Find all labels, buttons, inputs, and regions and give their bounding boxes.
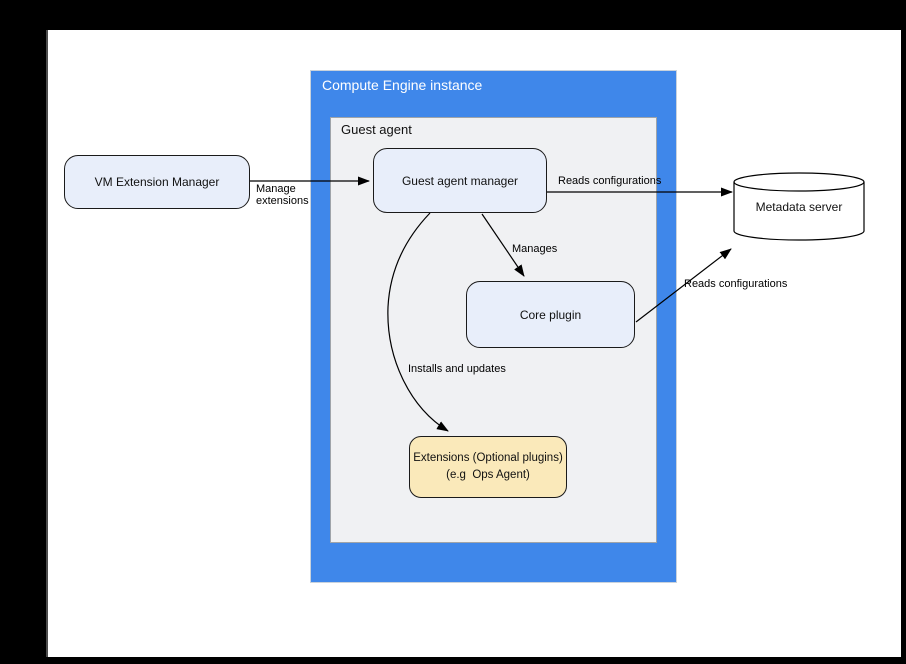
vm-extension-manager-node: VM Extension Manager [64, 155, 250, 209]
extensions-label-line2: (e.g Ops Agent) [446, 469, 530, 481]
metadata-server-label: Metadata server [755, 200, 843, 214]
manages-edge-label: Manages [512, 243, 558, 255]
reads-configurations-bottom-edge-label: Reads configurations [684, 278, 788, 290]
compute-engine-instance-label: Compute Engine instance [322, 77, 483, 93]
vm-extension-manager-label: VM Extension Manager [94, 175, 220, 189]
installs-and-updates-edge-label: Installs and updates [408, 363, 506, 375]
guest-agent-manager-label: Guest agent manager [401, 173, 519, 188]
guest-agent-label: Guest agent [341, 122, 412, 137]
manage-extensions-edge-label: Manage extensions [256, 183, 309, 207]
extensions-label-line1: Extensions (Optional plugins) [413, 452, 563, 464]
reads-configurations-top-edge-label: Reads configurations [558, 175, 662, 187]
core-plugin-node: Core plugin [466, 281, 635, 348]
core-plugin-label: Core plugin [519, 307, 582, 322]
guest-agent-manager-node: Guest agent manager [373, 148, 547, 213]
extensions-node: Extensions (Optional plugins) (e.g Ops A… [409, 436, 567, 498]
